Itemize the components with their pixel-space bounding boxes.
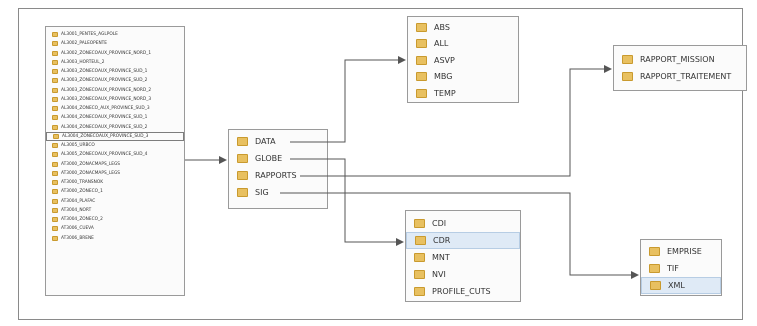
- folder-icon: [52, 198, 58, 204]
- folder-item-cdr[interactable]: CDR: [406, 232, 520, 249]
- list-item[interactable]: AT3006_BRENE: [46, 234, 184, 243]
- folder-item-cdi[interactable]: CDI: [406, 215, 520, 232]
- folder-icon: [52, 170, 58, 176]
- diagram-frame: [18, 8, 743, 320]
- list-item-selected[interactable]: AL3004_ZONECOAUX_PROVINCE_SUD_3: [46, 131, 184, 141]
- list-item[interactable]: AT3000_ZONECO_1: [46, 187, 184, 196]
- folder-icon: [650, 281, 661, 290]
- folder-item-xml[interactable]: XML: [641, 277, 721, 294]
- folder-icon: [52, 87, 58, 93]
- folder-icon: [52, 180, 58, 186]
- folder-item-nvi[interactable]: NVI: [406, 266, 520, 283]
- folder-item-abs[interactable]: ABS: [408, 19, 518, 36]
- list-item[interactable]: AT3004_NORT: [46, 206, 184, 215]
- folder-icon: [237, 137, 248, 146]
- folder-icon: [52, 32, 58, 38]
- arrow-globe-to-subfolders: [290, 158, 404, 246]
- arrow-sig-to-subfolders: [280, 192, 639, 279]
- folder-icon: [416, 88, 427, 98]
- folder-icon: [52, 189, 58, 195]
- folder-icon: [52, 143, 58, 149]
- folder-icon: [649, 247, 660, 256]
- root-folder-list: AL3001_PENTES_AGLPOLE AL3002_PALEOPENTE …: [45, 26, 185, 296]
- folder-icon: [237, 154, 248, 163]
- folder-icon: [52, 96, 58, 102]
- folder-icon: [622, 55, 633, 64]
- folder-item-rapport-mission[interactable]: RAPPORT_MISSION: [614, 51, 746, 68]
- folder-item-data[interactable]: DATA: [229, 133, 327, 150]
- list-item[interactable]: AT3000_ZONACMAPS_LEGS: [46, 160, 184, 169]
- folder-icon: [52, 106, 58, 112]
- list-item[interactable]: AL3003_ZONECOAUX_PROVINCE_SUD_1: [46, 67, 184, 76]
- list-item[interactable]: AL3004_ZONECOAUX_PROVINCE_SUD_2: [46, 123, 184, 132]
- folder-icon: [52, 50, 58, 56]
- folder-icon: [52, 235, 58, 241]
- folder-icon: [237, 188, 248, 197]
- folder-icon: [414, 219, 425, 228]
- folder-item-profile-cuts[interactable]: PROFILE_CUTS: [406, 283, 520, 300]
- folder-icon: [52, 226, 58, 232]
- folder-icon: [52, 41, 58, 47]
- folder-icon: [416, 22, 427, 32]
- folder-icon: [649, 264, 660, 273]
- folder-item-globe[interactable]: GLOBE: [229, 150, 327, 167]
- folder-icon: [52, 152, 58, 158]
- folder-icon: [52, 115, 58, 121]
- list-item[interactable]: AT3004_PLAFAC: [46, 197, 184, 206]
- folder-item-all[interactable]: ALL: [408, 36, 518, 53]
- data-subfolder-list: ABS ALL ASVP MBG TEMP: [407, 16, 519, 103]
- folder-icon: [52, 161, 58, 167]
- list-item[interactable]: AL3002_ZONECOAUX_PROVINCE_NORD_1: [46, 49, 184, 58]
- folder-item-rapports[interactable]: RAPPORTS: [229, 167, 327, 184]
- list-item[interactable]: AL3004_ZONECO_AUX_PROVINCE_SUD_3: [46, 104, 184, 113]
- list-item[interactable]: AL3002_PALEOPENTE: [46, 39, 184, 48]
- list-item[interactable]: AL3001_PENTES_AGLPOLE: [46, 30, 184, 39]
- folder-item-sig[interactable]: SIG: [229, 184, 327, 201]
- main-folder-list: DATA GLOBE RAPPORTS SIG: [228, 129, 328, 209]
- globe-subfolder-list: CDI CDR MNT NVI PROFILE_CUTS: [405, 210, 521, 302]
- folder-item-temp[interactable]: TEMP: [408, 85, 518, 102]
- folder-icon: [415, 236, 426, 245]
- folder-item-asvp[interactable]: ASVP: [408, 52, 518, 69]
- folder-item-rapport-traitement[interactable]: RAPPORT_TRAITEMENT: [614, 68, 746, 85]
- folder-item-tif[interactable]: TIF: [641, 260, 721, 277]
- folder-item-mbg[interactable]: MBG: [408, 69, 518, 86]
- list-item[interactable]: AL3004_ZONECOAUX_PROVINCE_SUD_1: [46, 113, 184, 122]
- list-item[interactable]: AT3004_ZONECO_2: [46, 215, 184, 224]
- list-item[interactable]: AT3000_ZONACMAPS_LEGS: [46, 169, 184, 178]
- folder-icon: [52, 69, 58, 75]
- arrow-data-to-subfolders: [290, 56, 406, 143]
- list-item[interactable]: AL3003_ZONECOAUX_PROVINCE_NORD_3: [46, 95, 184, 104]
- list-item[interactable]: AL3005_URBCO: [46, 141, 184, 150]
- folder-icon: [622, 72, 633, 81]
- list-item[interactable]: AL3003_ZONECOAUX_PROVINCE_SUD_2: [46, 76, 184, 85]
- folder-icon: [52, 78, 58, 84]
- list-item[interactable]: AL3005_ZONECOAUX_PROVINCE_SUD_4: [46, 150, 184, 159]
- list-item[interactable]: AL3003_HORTEUL_2: [46, 58, 184, 67]
- folder-icon: [414, 287, 425, 296]
- folder-icon: [237, 171, 248, 180]
- folder-icon: [52, 124, 58, 130]
- rapports-subfolder-list: RAPPORT_MISSION RAPPORT_TRAITEMENT: [613, 45, 747, 91]
- folder-icon: [53, 133, 59, 139]
- list-item[interactable]: AT3006_CUEVA: [46, 224, 184, 233]
- folder-icon: [52, 59, 58, 65]
- folder-item-emprise[interactable]: EMPRISE: [641, 243, 721, 260]
- folder-icon: [416, 55, 427, 65]
- list-item[interactable]: AT3000_TRANSNOK: [46, 178, 184, 187]
- arrow-rapports-to-subfolders: [300, 65, 612, 177]
- folder-icon: [416, 72, 427, 82]
- folder-icon: [52, 217, 58, 223]
- folder-item-mnt[interactable]: MNT: [406, 249, 520, 266]
- folder-icon: [52, 207, 58, 213]
- folder-icon: [416, 39, 427, 49]
- sig-subfolder-list: EMPRISE TIF XML: [640, 239, 722, 296]
- folder-icon: [414, 270, 425, 279]
- list-item[interactable]: AL3003_ZONECOAUX_PROVINCE_NORD_2: [46, 86, 184, 95]
- folder-icon: [414, 253, 425, 262]
